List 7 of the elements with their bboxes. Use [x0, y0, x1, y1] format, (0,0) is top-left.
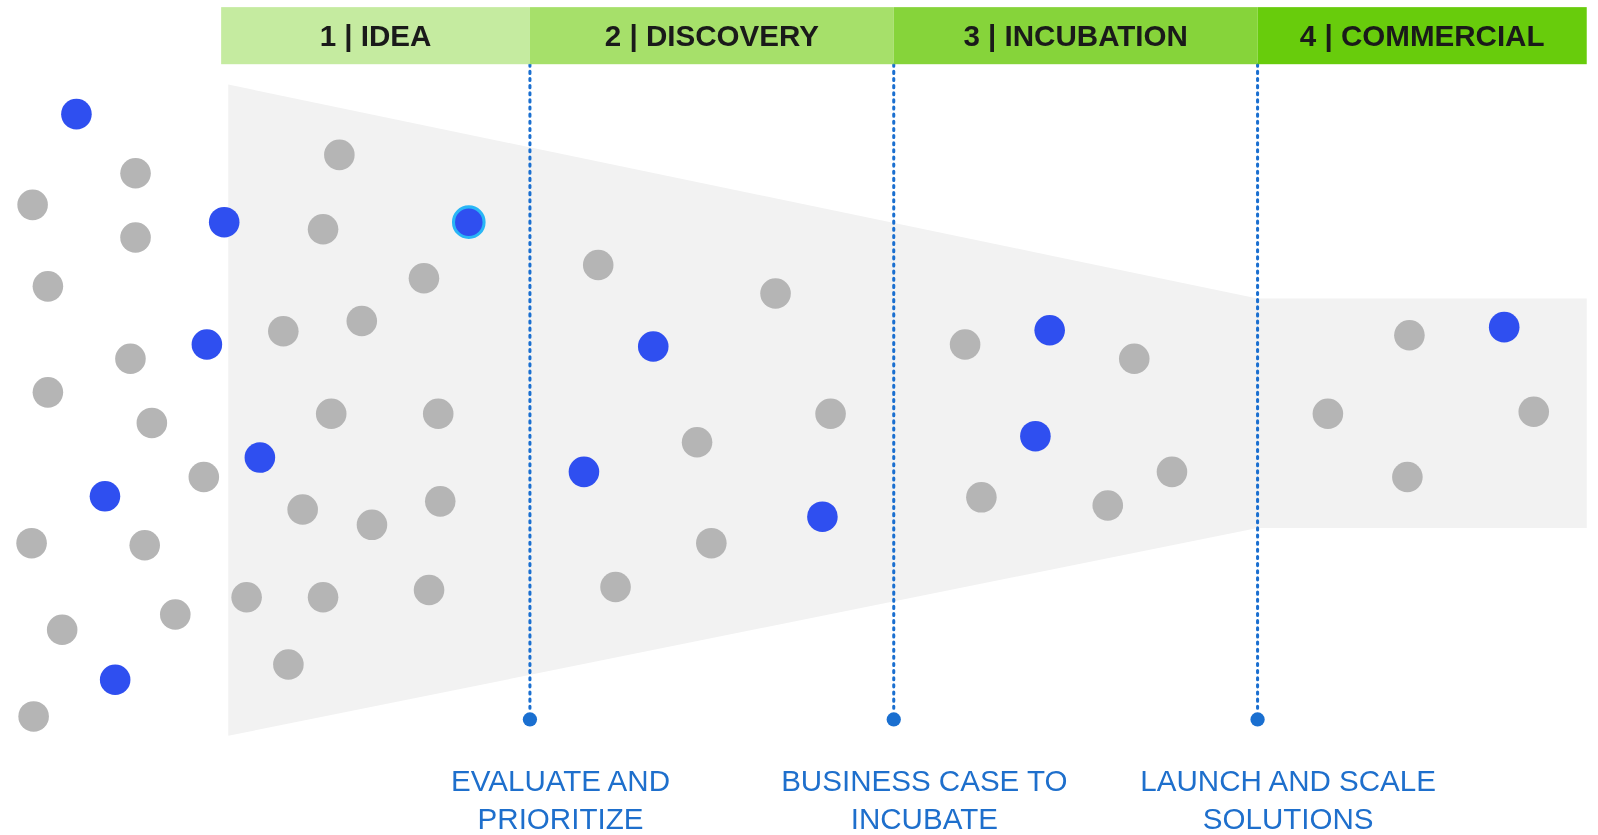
gate-label: LAUNCH AND SCALE SOLUTIONS [1139, 763, 1437, 835]
gate-label: EVALUATE AND PRIORITIZE [450, 763, 671, 835]
stage-header: 4 | COMMERCIAL [1257, 7, 1587, 65]
stage-header: 3 | INCUBATION [893, 7, 1258, 65]
stage-header: 1 | IDEA [221, 7, 530, 65]
gate-label: BUSINESS CASE TO INCUBATE [780, 763, 1069, 835]
stage-header: 2 | DISCOVERY [529, 7, 894, 65]
